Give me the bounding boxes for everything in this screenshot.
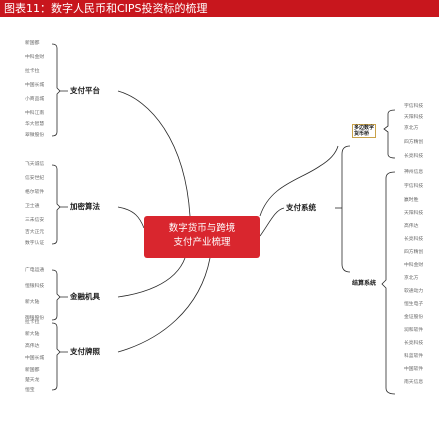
leaf-b1-5: 小商品城 [25,97,45,102]
right-leaf-5: 高伟达 [404,224,419,229]
right-leaf-16: 中国软件 [404,367,424,372]
branch-label-financial-equipment: 金融机具 [70,292,100,301]
leaf-b1-4: 中国长城 [25,83,45,88]
right-boxed-leaf-2: 天阳科技 [404,115,424,120]
leaf-b2-5: 三未信安 [25,218,45,223]
branch-label-encryption: 加密算法 [70,202,100,211]
center-line-2: 支付产业梳理 [173,237,231,248]
leaf-b4-5: 新国都 [25,368,40,373]
right-boxed-leaf-3: 京北方 [404,126,419,131]
leaf-b2-1: 飞天诚信 [25,162,45,167]
sub-label-settlement: 结算系统 [352,280,377,287]
right-leaf-6: 长亮科技 [404,237,424,242]
leaf-b3-2: 恒银科技 [25,284,45,289]
leaf-b1-1: 新国都 [25,41,40,46]
leaf-b4-6: 楚天龙 [25,378,40,383]
mbridge-line-1: 多边数字 [354,125,375,131]
figure-title: 图表11：数字人民币和CIPS投资标的梳理 [0,0,439,17]
leaf-b4-4: 中国长城 [25,356,45,361]
leaf-b2-6: 吉大正元 [25,230,45,235]
right-leaf-15: 科蓝软件 [404,354,424,359]
right-boxed-leaf-1: 宇信科技 [404,104,424,109]
leaf-b3-3: 新大陆 [25,300,40,305]
leaf-b4-1: 拉卡拉 [25,320,40,325]
branch-label-payment-license: 支付牌照 [70,347,100,356]
leaf-b4-2: 新大陆 [25,332,40,337]
right-leaf-13: 润和软件 [404,328,424,333]
leaf-b1-8: 翠微股份 [25,133,45,138]
leaf-b2-2: 信安世纪 [25,176,45,181]
leaf-b2-3: 格尔软件 [25,190,45,195]
leaf-b3-1: 广电运通 [25,268,45,273]
right-leaf-9: 京北方 [404,276,419,281]
leaf-b1-7: 华大智慧 [25,122,45,127]
right-leaf-2: 宇信科技 [404,184,424,189]
leaf-b4-7: 恒宝 [25,388,35,393]
right-leaf-10: 软通动力 [404,289,424,294]
mbridge-line-2: 货币桥 [354,131,370,137]
right-leaf-8: 中科金财 [404,263,424,268]
right-leaf-11: 恒生电子 [404,302,424,307]
branch-label-payment-system: 支付系统 [286,203,316,212]
right-leaf-12: 金证股份 [404,315,424,320]
leaf-b2-4: 卫士通 [25,204,40,209]
sub-label-mbridge: 多边数字 货币桥 [352,124,377,138]
leaf-b3-4: 御银股份 [25,316,45,321]
right-boxed-leaf-5: 长亮科技 [404,154,424,159]
right-leaf-1: 神州信息 [404,170,424,175]
leaf-b2-7: 数字认证 [25,241,45,246]
right-leaf-17: 南天信息 [404,380,424,385]
leaf-b1-3: 拉卡拉 [25,69,40,74]
branch-label-payment-platform: 支付平台 [70,86,100,95]
leaf-b1-2: 中科金财 [25,55,45,60]
leaf-b4-3: 高伟达 [25,344,40,349]
center-line-1: 数字货币与跨境 [168,223,236,234]
leaf-b1-6: 中科江南 [25,111,45,116]
right-leaf-14: 长亮科技 [404,341,424,346]
right-boxed-leaf-4: 四方精创 [404,140,424,145]
center-node: 数字货币与跨境 支付产业梳理 [144,216,260,258]
right-leaf-3: 赢时胜 [404,198,419,203]
right-leaf-4: 天阳科技 [404,211,424,216]
right-leaf-7: 四方精创 [404,250,424,255]
